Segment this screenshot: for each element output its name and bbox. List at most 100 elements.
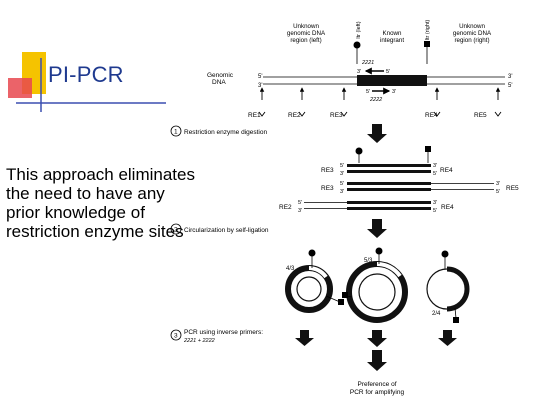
unknown-left-label-2: genomic DNA bbox=[287, 30, 326, 37]
unknown-right-label-1: Unknown bbox=[459, 23, 485, 30]
step-2-number: 2 bbox=[174, 227, 178, 234]
ltr-right-marker bbox=[424, 41, 430, 47]
big-arrows bbox=[295, 124, 457, 371]
primer-top-three: 3' bbox=[357, 69, 361, 75]
slide-title-overlay: PI-PCR bbox=[48, 62, 124, 87]
fragment-2-bar-bottom bbox=[347, 188, 431, 191]
slide-body-text: This approach eliminates the need to hav… bbox=[6, 165, 246, 241]
unknown-left-label-3: region (left) bbox=[290, 37, 321, 44]
fragment-3-bar-bottom bbox=[347, 207, 431, 210]
fragment-2-three-left: 3' bbox=[340, 189, 344, 195]
re-cut-marks bbox=[258, 111, 502, 117]
body-line: prior knowledge of bbox=[6, 203, 145, 222]
fragment-3-five-right: 5' bbox=[433, 208, 437, 214]
body-line: the need to have any bbox=[6, 184, 165, 203]
circle-2-gap bbox=[376, 261, 402, 278]
known-label-2: integrant bbox=[380, 37, 404, 44]
circle-3-square bbox=[453, 317, 459, 323]
fragment-1-three-right: 3' bbox=[433, 163, 437, 169]
known-label-1: Known bbox=[383, 30, 402, 37]
circle-1-ltr-marker bbox=[308, 249, 316, 257]
re-site-arrows bbox=[259, 87, 501, 100]
step-1-circle bbox=[170, 125, 182, 137]
down-arrow-4 bbox=[367, 330, 387, 347]
circle-3-thick-arc bbox=[446, 266, 470, 312]
circle-1: 4/3 bbox=[285, 249, 344, 313]
re-label-1: RE1 bbox=[248, 112, 261, 119]
fragment-3: RE2 5' 3' 3' 5' RE4 bbox=[279, 200, 454, 214]
step-3-label: PCR using inverse primers: bbox=[184, 329, 263, 336]
fragment-1-bar-top bbox=[347, 164, 431, 167]
body-line: This approach eliminates bbox=[6, 165, 195, 184]
fragment-3-right-label: RE4 bbox=[441, 204, 454, 211]
circle-2: 5/3 bbox=[342, 247, 408, 323]
preference-label-1: Preference of bbox=[357, 381, 396, 388]
fragment-2-bar-top bbox=[347, 182, 431, 185]
re-label-4: RE4 bbox=[425, 112, 438, 119]
ltr-left-marker bbox=[353, 41, 361, 49]
fragment-1-five-right: 5' bbox=[433, 171, 437, 177]
preference-label-2: PCR for amplifying bbox=[350, 389, 405, 396]
genomic-five-right: 5' bbox=[508, 83, 512, 89]
primer-bottom-five: 5' bbox=[366, 89, 370, 95]
primer-bottom-label: 2222 bbox=[369, 97, 382, 103]
circle-1-gap bbox=[308, 266, 328, 279]
genomic-dna-label-1: Genomic bbox=[207, 72, 234, 79]
primer-bottom-three: 3' bbox=[392, 89, 396, 95]
unknown-right-label-2: genomic DNA bbox=[453, 30, 492, 37]
down-arrow-6 bbox=[367, 350, 387, 371]
re-label-3: RE3 bbox=[330, 112, 343, 119]
step-1-number: 1 bbox=[174, 129, 178, 136]
step-1-label: Restriction enzyme digestion bbox=[184, 129, 267, 136]
unknown-left-label-1: Unknown bbox=[293, 23, 319, 30]
down-arrow-2 bbox=[367, 219, 387, 238]
fragment-1-bar-bottom bbox=[347, 170, 431, 173]
ltr-right-label: ltr (right) bbox=[425, 20, 431, 41]
fragment-3-left-label: RE2 bbox=[279, 204, 292, 211]
fragment-2: RE3 5' 3' 3' 5' RE5 bbox=[321, 181, 519, 195]
step-3-circle bbox=[170, 329, 182, 341]
fragment-2-left-label: RE3 bbox=[321, 185, 334, 192]
down-arrow-3 bbox=[295, 330, 314, 346]
fragment-3-five-left: 5' bbox=[298, 200, 302, 206]
fragment-2-five-left: 5' bbox=[340, 181, 344, 187]
header-labels: Unknown genomic DNA region (left) Known … bbox=[287, 23, 492, 44]
re-site-labels: RE1 RE2 RE3 RE4 RE5 bbox=[248, 112, 487, 119]
primer-top-five: 5' bbox=[386, 69, 390, 75]
ltr-left-label: ltr (left) bbox=[356, 21, 362, 38]
circle-2-ltr-marker bbox=[375, 247, 383, 255]
fragment-1-right-label: RE4 bbox=[440, 167, 453, 174]
genomic-three-right: 3' bbox=[508, 74, 512, 80]
genomic-three-left: 3' bbox=[258, 83, 262, 89]
fragment-3-three-left: 3' bbox=[298, 208, 302, 214]
fragment-3-bar-top bbox=[347, 201, 431, 204]
circle-3-label: 2/4 bbox=[432, 311, 441, 317]
re-label-5: RE5 bbox=[474, 112, 487, 119]
circle-1-square-stem bbox=[325, 295, 341, 303]
down-arrow-1 bbox=[367, 124, 387, 143]
circle-1-inner-ring bbox=[296, 276, 322, 302]
step-3-number: 3 bbox=[174, 333, 178, 340]
fragment-2-three-right: 3' bbox=[496, 181, 500, 187]
integrant-block bbox=[357, 75, 427, 86]
circle-3: 2/4 bbox=[426, 250, 470, 323]
down-arrow-5 bbox=[438, 330, 457, 346]
step-2-circle bbox=[170, 223, 182, 235]
genomic-dna-label-2: DNA bbox=[212, 79, 226, 86]
fragment-1-three-left: 3' bbox=[340, 171, 344, 177]
fragment-1-ltr-circle bbox=[355, 147, 363, 155]
circle-2-square bbox=[342, 292, 348, 298]
step-2-label: Circularization by self-ligation bbox=[184, 227, 269, 234]
fragment-1-left-label: RE3 bbox=[321, 167, 334, 174]
circle-1-square bbox=[338, 299, 344, 305]
circle-2-inner-ring bbox=[358, 273, 396, 311]
unknown-right-label-3: region (right) bbox=[454, 37, 489, 44]
circle-2-label: 5/3 bbox=[364, 258, 373, 264]
body-line: restriction enzyme sites bbox=[6, 222, 184, 241]
fragment-2-right-label: RE5 bbox=[506, 185, 519, 192]
genomic-five-left: 5' bbox=[258, 74, 262, 80]
fragment-1: RE3 5' 3' 3' 5' RE4 bbox=[321, 146, 453, 177]
fragment-3-three-right: 3' bbox=[433, 200, 437, 206]
step-3-primers: 2221 + 2222 bbox=[183, 338, 215, 344]
